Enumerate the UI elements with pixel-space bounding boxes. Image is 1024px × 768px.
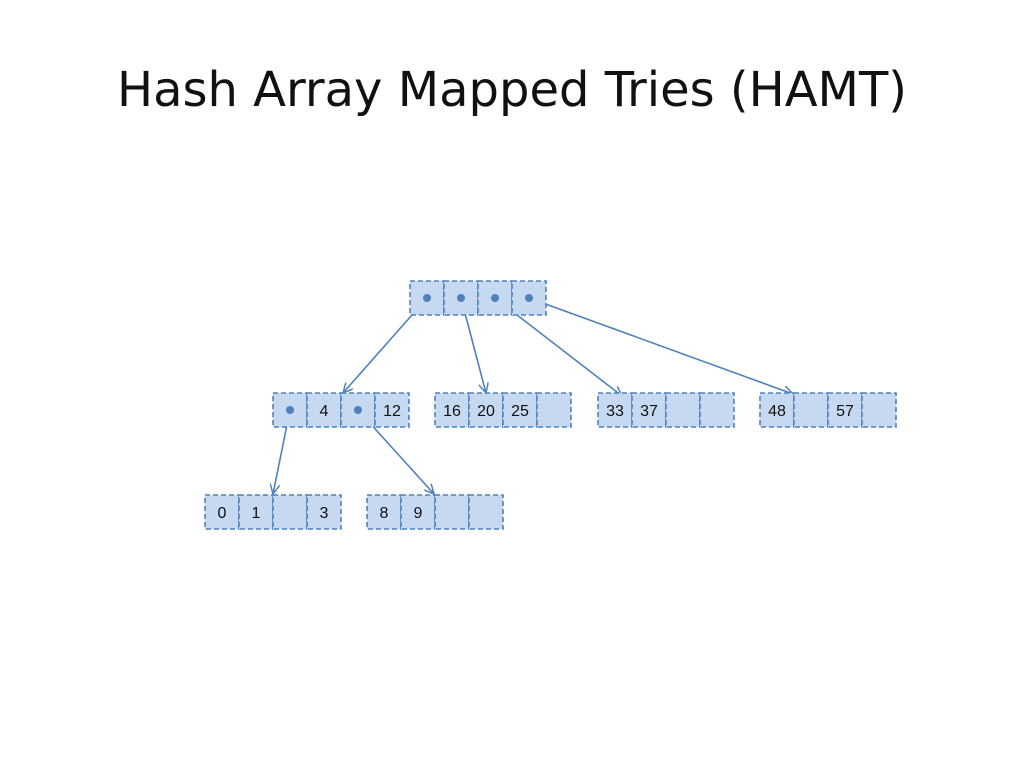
pointer-dot — [525, 294, 533, 302]
node-n0-1-3: 0 1 3 — [204, 494, 342, 530]
node-cell: 3 — [306, 494, 342, 530]
node-cell: 12 — [374, 392, 410, 428]
cell-value: 4 — [320, 403, 329, 420]
node-cell — [793, 392, 829, 428]
cell-value: 1 — [252, 505, 261, 522]
cell-box — [306, 392, 342, 428]
node-cell — [511, 280, 547, 316]
node-cell — [434, 494, 470, 530]
node-n33-37: 33 37 — [597, 392, 735, 428]
cell-value: 16 — [443, 403, 461, 420]
node-cell — [443, 280, 479, 316]
node-cell: 20 — [468, 392, 504, 428]
cell-box — [861, 392, 897, 428]
node-cell: 16 — [434, 392, 470, 428]
cell-value: 9 — [414, 505, 423, 522]
cell-box — [793, 392, 829, 428]
node-cell — [861, 392, 897, 428]
cell-value: 3 — [320, 505, 329, 522]
node-cell: 1 — [238, 494, 274, 530]
cell-box — [665, 392, 701, 428]
cell-box — [511, 280, 547, 316]
cell-box — [434, 494, 470, 530]
cell-value: 25 — [511, 403, 529, 420]
cell-value: 8 — [380, 505, 389, 522]
cell-value: 12 — [383, 403, 401, 420]
cell-value: 48 — [768, 403, 786, 420]
node-root — [409, 280, 547, 316]
node-cell: 8 — [366, 494, 402, 530]
node-cell — [665, 392, 701, 428]
cell-box — [699, 392, 735, 428]
edge-root-to-n48-57 — [528, 297, 793, 394]
cell-value: 57 — [836, 403, 854, 420]
node-cell — [477, 280, 513, 316]
cell-value: 20 — [477, 403, 495, 420]
cell-box — [306, 494, 342, 530]
pointer-dot — [491, 294, 499, 302]
cell-box — [536, 392, 572, 428]
cell-box — [468, 392, 504, 428]
node-cell — [409, 280, 445, 316]
node-n48-57: 48 57 — [759, 392, 897, 428]
node-cell: 48 — [759, 392, 795, 428]
node-cell — [340, 392, 376, 428]
node-cell: 0 — [204, 494, 240, 530]
node-cell: 33 — [597, 392, 633, 428]
node-cell: 9 — [400, 494, 436, 530]
pointer-dot — [354, 406, 362, 414]
node-cell — [468, 494, 504, 530]
node-cell: 4 — [306, 392, 342, 428]
cell-box — [374, 392, 410, 428]
node-n4-12: 4 12 — [272, 392, 410, 428]
cell-value: 0 — [218, 505, 227, 522]
node-cell: 37 — [631, 392, 667, 428]
node-cell — [272, 392, 308, 428]
cell-box — [468, 494, 504, 530]
pointer-dot — [423, 294, 431, 302]
node-cell: 57 — [827, 392, 863, 428]
cell-value: 33 — [606, 403, 624, 420]
cell-box — [409, 280, 445, 316]
node-cell — [272, 494, 308, 530]
cell-box — [238, 494, 274, 530]
pointer-dot — [286, 406, 294, 414]
cell-box — [434, 392, 470, 428]
cell-box — [272, 494, 308, 530]
cell-value: 37 — [640, 403, 658, 420]
pointer-dot — [457, 294, 465, 302]
node-cell — [536, 392, 572, 428]
node-cell: 25 — [502, 392, 538, 428]
node-n16-20-25: 16 20 25 — [434, 392, 572, 428]
slide-title: Hash Array Mapped Tries (HAMT) — [116, 62, 907, 118]
node-cell — [699, 392, 735, 428]
